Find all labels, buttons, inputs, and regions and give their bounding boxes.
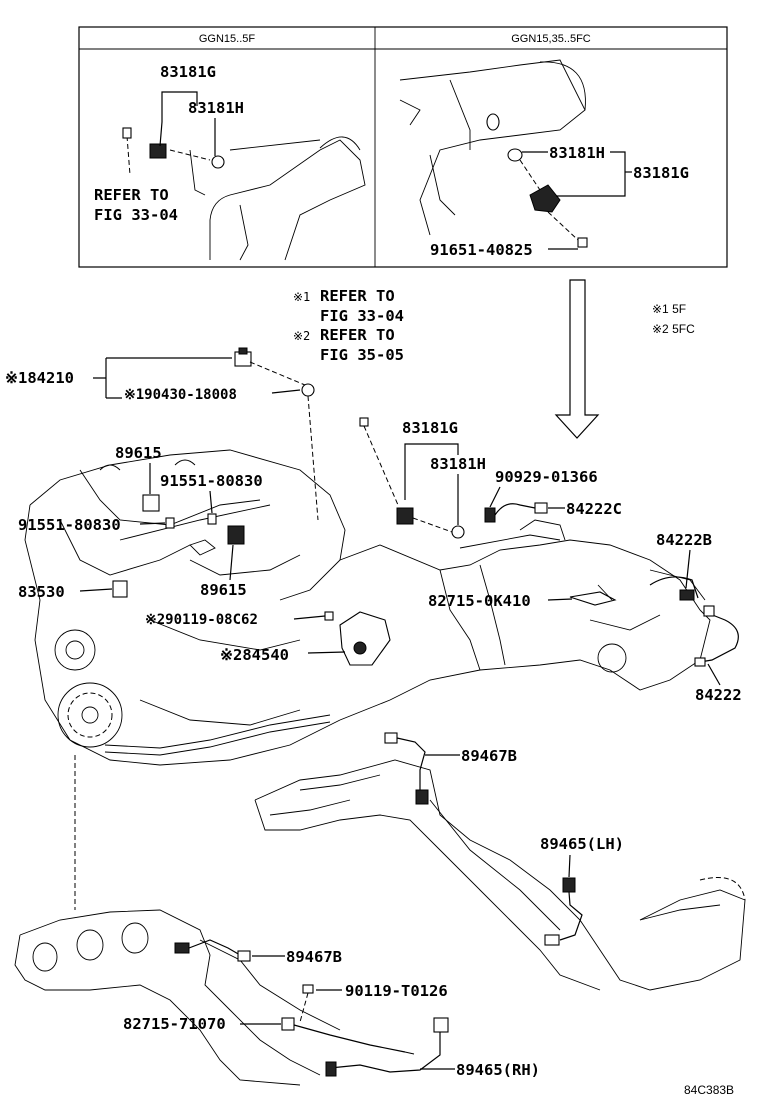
bolt-90119-t0126 [302,984,314,994]
main-parts [112,347,739,667]
label-89467b-bottom: 89467B [286,948,342,966]
callouts: ※184210 ※190430-18008 89615 91551-80830 … [5,357,742,1079]
legend-5fc: ※2 5FC [652,322,695,336]
inset-left-fig: FIG 33-04 [94,206,178,224]
inset-left-83181h: 83181H [188,99,244,117]
label-90929-01366: 90929-01366 [495,468,598,486]
inset-right-bolt: 91651-40825 [430,241,533,259]
bracket-82715-0k410 [569,591,617,606]
sensor-83530 [112,580,128,598]
left-transfer-sketch [122,127,366,261]
engine-transmission-sketch [24,449,711,766]
label-84210: ※184210 [5,369,74,387]
legend-5f: ※1 5F [652,302,686,316]
label-89465-lh: 89465(LH) [540,835,624,853]
label-89615-bottom: 89615 [200,581,247,599]
label-91551-right: 91551-80830 [160,472,263,490]
bracket-82715-71070 [281,1017,295,1031]
label-82715-0k410: 82715-0K410 [428,592,531,610]
inset-left-refer: REFER TO [94,186,169,204]
exhaust-sketch [14,732,746,1086]
reference-notes: ※1 REFER TO FIG 33-04 ※2 REFER TO FIG 35… [293,287,695,364]
speed-sensor-84222 [694,657,706,667]
figure-code: 84C383B [684,1083,734,1097]
bolt-left [122,127,132,139]
down-arrow-icon [554,279,600,439]
svg-text:※2: ※2 [293,329,310,343]
knock-sensor-lower [227,525,245,545]
pulley-upper [54,629,96,671]
note-ref2-line2: FIG 35-05 [320,346,404,364]
note-ref2-line1: REFER TO [320,326,395,344]
inset-panel: GGN15..5F GGN15,35..5FC 83181G 83181H RE… [78,26,728,268]
inset-right-header: GGN15,35..5FC [511,33,591,45]
pulley-lower [57,682,123,748]
label-84222b: 84222B [656,531,712,549]
label-84222c: 84222C [566,500,622,518]
label-82715-71070: 82715-71070 [123,1015,226,1033]
oxygen-sensor-89467b-top [415,789,429,805]
label-83530: 83530 [18,583,65,601]
inset-left-header: GGN15..5F [199,33,256,45]
oring-main [451,525,465,539]
clamp-84222b [679,589,695,601]
right-transfer-sketch [399,59,588,248]
note-ref1-line2: FIG 33-04 [320,307,404,325]
speed-sensor-right [529,184,561,213]
neutral-switch-84540 [339,611,391,666]
bolt-right [577,237,588,248]
oxygen-sensor-89465-lh [544,934,560,946]
oring-right [507,148,523,162]
label-84540: ※284540 [220,646,289,664]
label-91551-left: 91551-80830 [18,516,121,534]
knock-sensor-upper [142,494,160,512]
inset-left-83181g: 83181G [160,63,216,81]
speed-sensor-left [149,143,167,159]
gasket-90430 [301,383,315,397]
speed-sensor-main [396,507,414,525]
speed-sensor-84222c [534,502,548,514]
connector-89465-rh [433,1017,449,1033]
label-83181g-main: 83181G [402,419,458,437]
label-89467b-top: 89467B [461,747,517,765]
label-90119-t0126: 90119-T0126 [345,982,448,1000]
label-84222: 84222 [695,686,742,704]
label-90430-18008: ※190430-18008 [124,387,237,403]
inset-right-83181h: 83181H [549,144,605,162]
label-90119-08c62: ※290119-08C62 [145,612,258,628]
note-ref1-line1: REFER TO [320,287,395,305]
label-83181h-main: 83181H [430,455,486,473]
oring-left [211,155,225,169]
label-89465-rh: 89465(RH) [456,1061,540,1079]
oxygen-sensor-89467b-bottom [174,942,190,954]
inset-right-83181g: 83181G [633,164,689,182]
svg-text:※1: ※1 [293,290,310,304]
label-89615-top: 89615 [115,444,162,462]
